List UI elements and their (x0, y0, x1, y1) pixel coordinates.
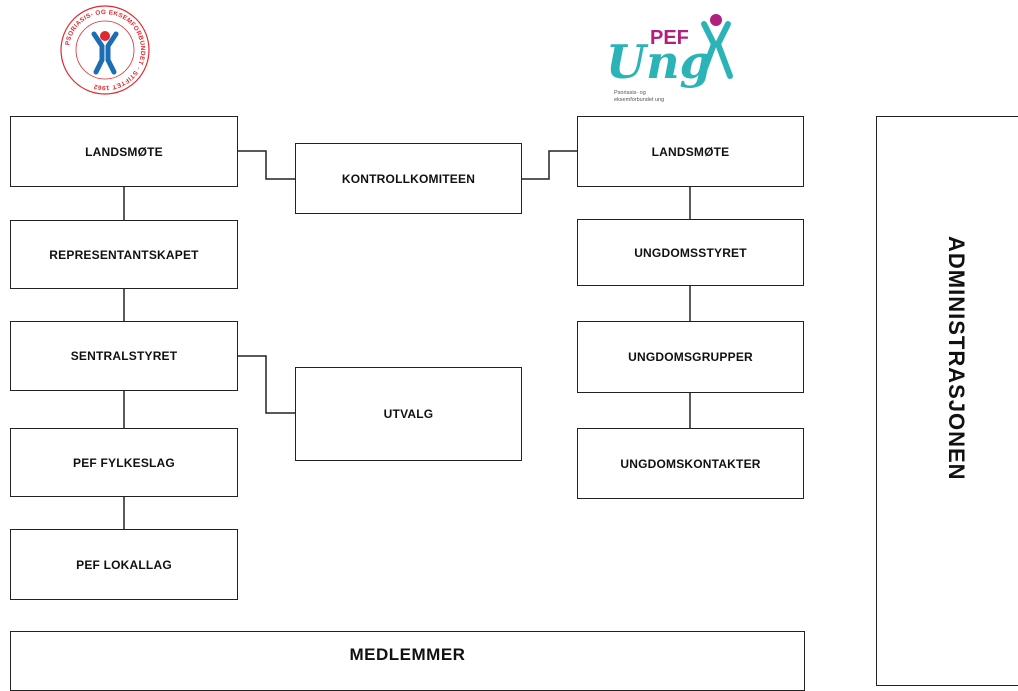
pef-logo: PSORIASIS- OG EKSEMFORBUNDET · STIFTET 1… (60, 5, 150, 95)
pef-ung-logo-ung: Ung (606, 35, 712, 89)
utvalg-box: UTVALG (295, 367, 522, 461)
kontrollkomiteen-label: KONTROLLKOMITEEN (341, 171, 476, 186)
person-figure-icon (699, 14, 733, 79)
pef-fylkeslag-box: PEF FYLKESLAG (10, 428, 238, 497)
ungdomskontakter-label: UNGDOMSKONTAKTER (620, 456, 761, 471)
representantskapet-box: REPRESENTANTSKAPET (10, 220, 238, 289)
medlemmer-label: MEDLEMMER (349, 645, 466, 664)
ungdomskontakter-box: UNGDOMSKONTAKTER (577, 428, 804, 499)
pef-ung-logo-pef: PEF (650, 27, 689, 49)
ung-landsmote-box: LANDSMØTE (577, 116, 804, 187)
ung-landsmote-label: LANDSMØTE (651, 144, 730, 159)
pef-fylkeslag-label: PEF FYLKESLAG (73, 455, 175, 470)
administrasjonen-label: ADMINISTRASJONEN (944, 236, 969, 481)
utvalg-label: UTVALG (383, 407, 434, 421)
administrasjonen-box (876, 116, 1018, 686)
sentralstyret-box: SENTRALSTYRET (10, 321, 238, 391)
landsmote-box: LANDSMØTE (10, 116, 238, 187)
ungdomsgrupper-box: UNGDOMSGRUPPER (577, 321, 804, 393)
pef-lokallag-box: PEF LOKALLAG (10, 529, 238, 600)
landsmote-label: LANDSMØTE (85, 144, 163, 159)
representantskapet-label: REPRESENTANTSKAPET (49, 247, 199, 262)
ungdomsgrupper-label: UNGDOMSGRUPPER (628, 350, 753, 364)
pef-ung-logo-tagline-1: Psoriasis- og (614, 90, 646, 96)
pef-ung-logo: PEF Ung Psoriasis- og eksemforbundet ung (606, 14, 733, 103)
sentralstyret-label: SENTRALSTYRET (70, 349, 178, 363)
pef-lokallag-label: PEF LOKALLAG (76, 557, 172, 572)
kontrollkomiteen-box: KONTROLLKOMITEEN (295, 143, 522, 214)
person-figure-icon (91, 31, 119, 75)
ungdomsstyret-label: UNGDOMSSTYRET (634, 245, 747, 260)
pef-ung-logo-tagline-2: eksemforbundet ung (614, 97, 664, 103)
ungdomsstyret-box: UNGDOMSSTYRET (577, 219, 804, 286)
